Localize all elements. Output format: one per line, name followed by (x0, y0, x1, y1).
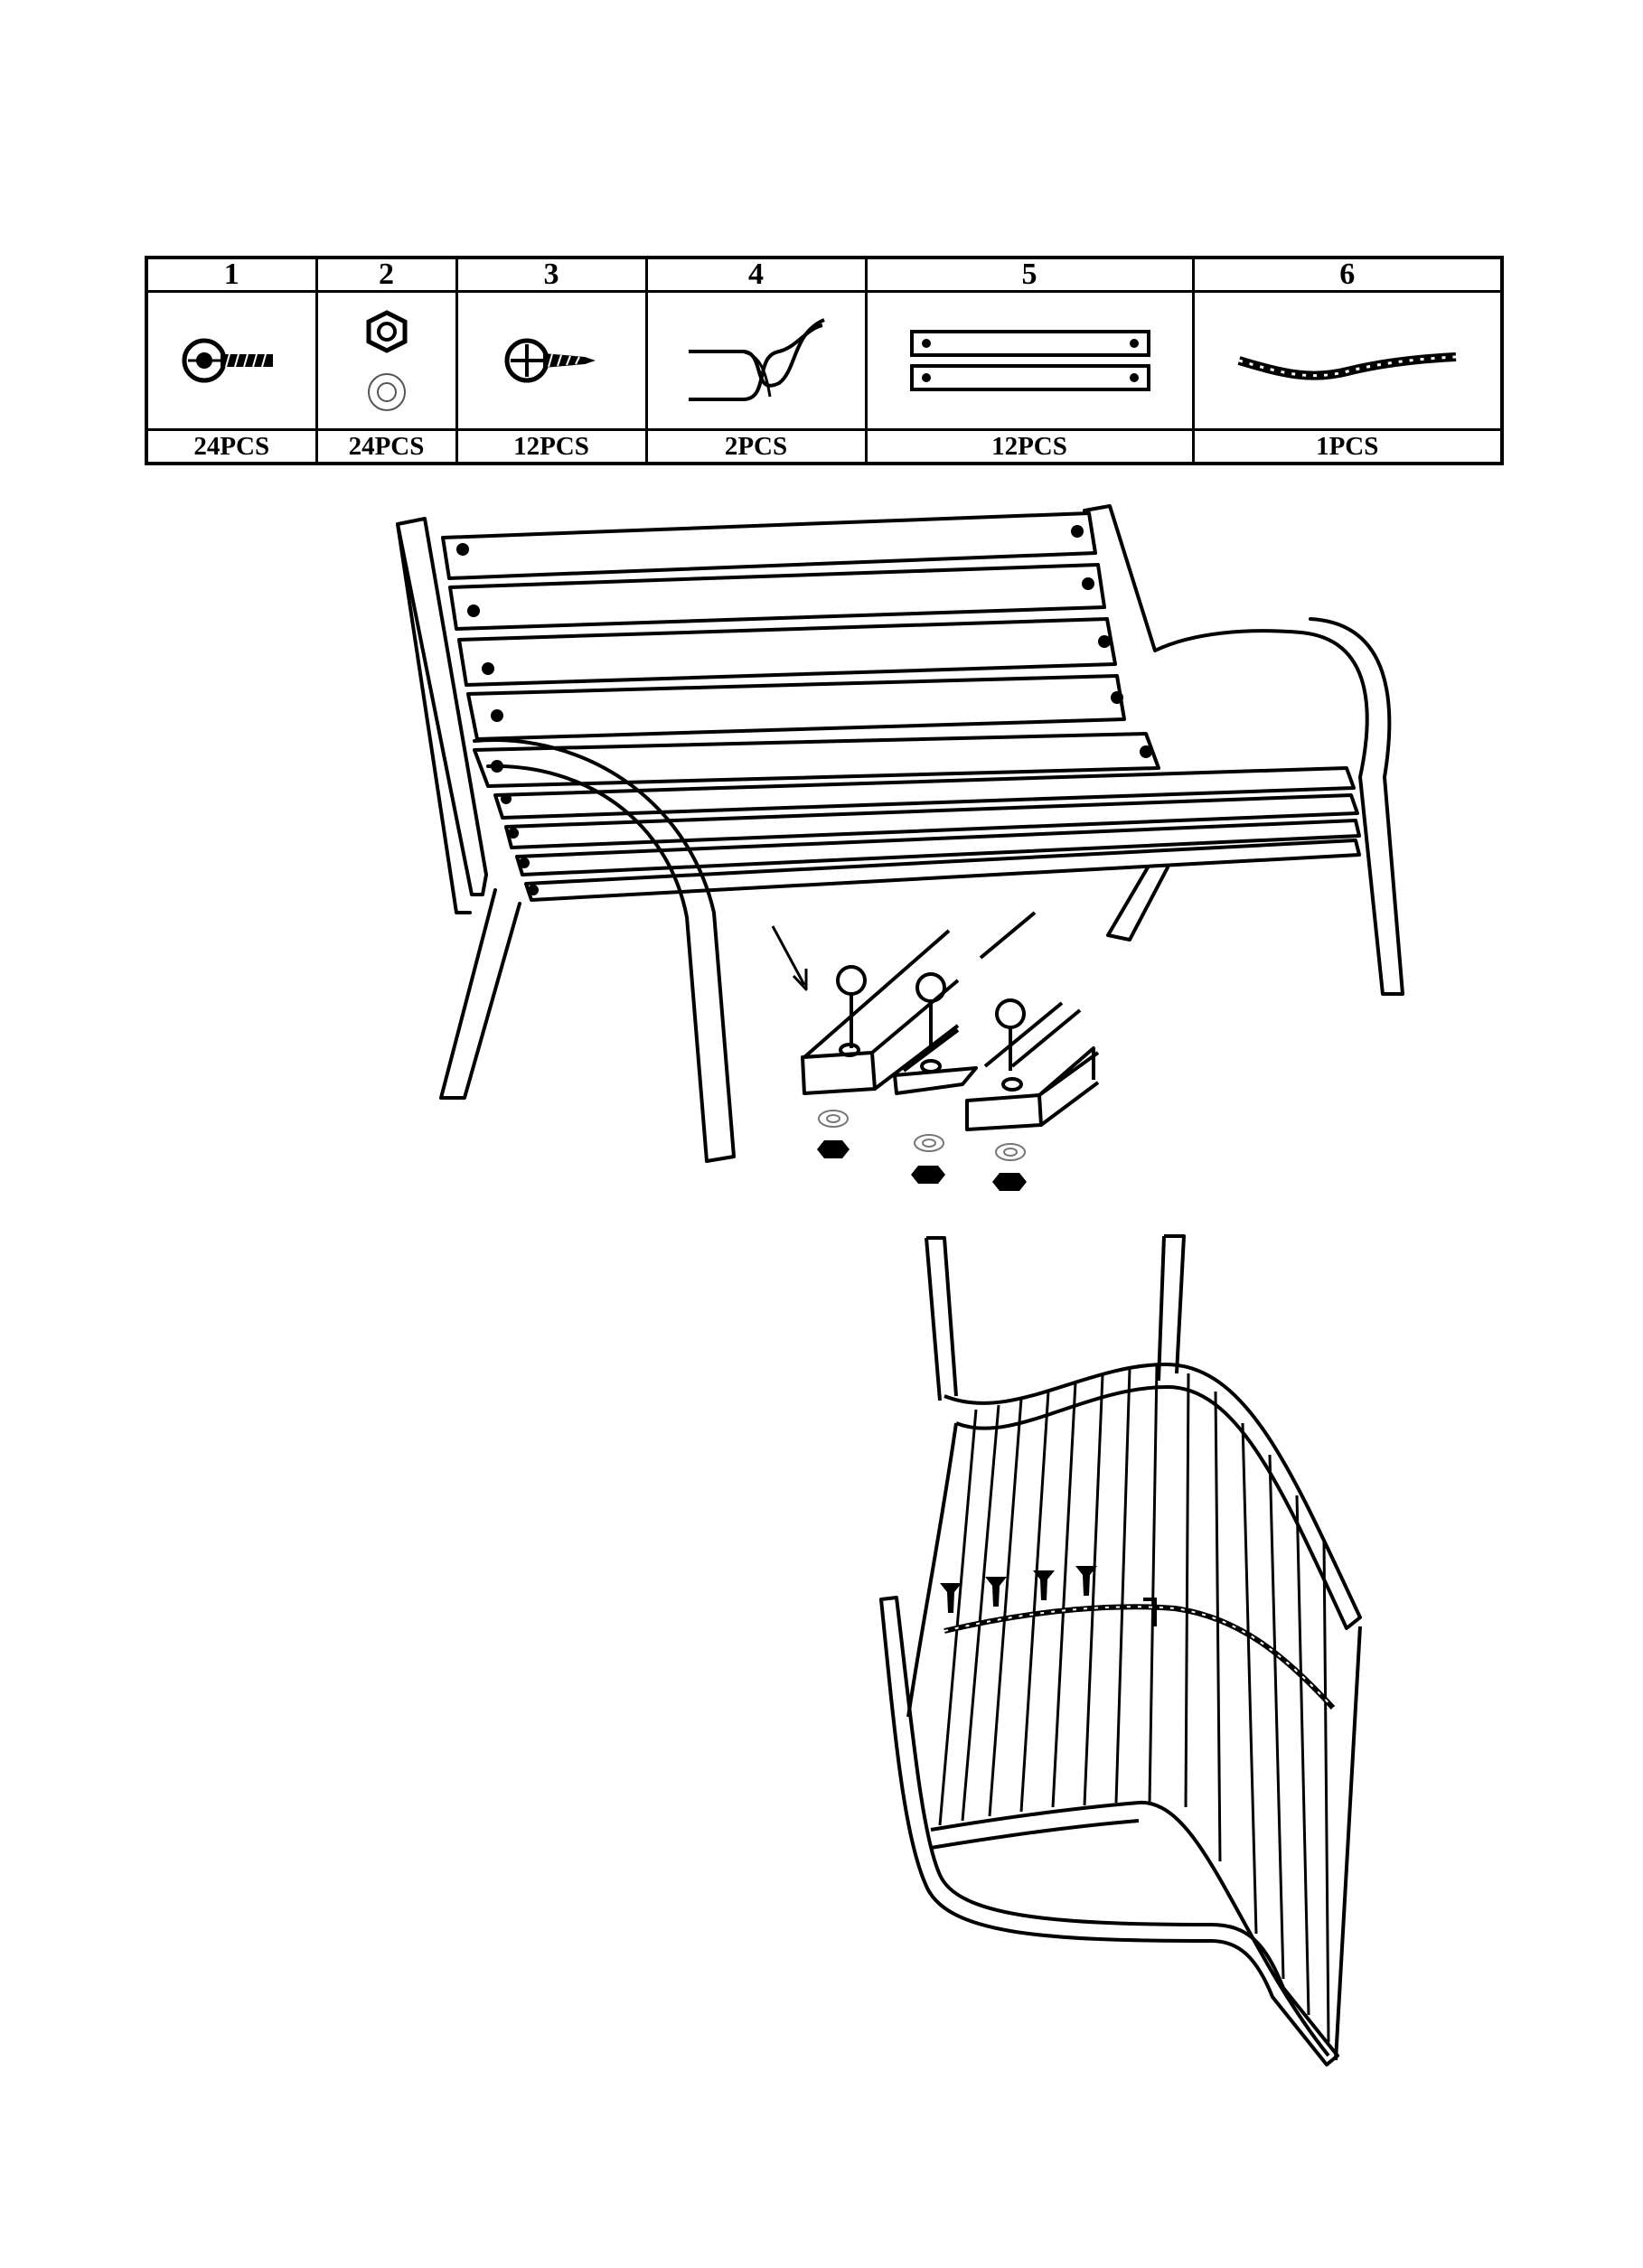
part-number-1: 1 (145, 256, 318, 293)
part-number-3: 3 (455, 256, 648, 293)
wooden-slat-icon (910, 330, 1150, 391)
part-quantity-5: 12PCS (864, 428, 1195, 465)
wood-screw-icon (504, 338, 596, 383)
part-quantity-2: 24PCS (315, 428, 458, 465)
part-number-6: 6 (1191, 256, 1504, 293)
part-number-4: 4 (644, 256, 868, 293)
part-number-5: 5 (864, 256, 1195, 293)
part-image-row (145, 290, 1504, 431)
part-quantity-4: 2PCS (644, 428, 868, 465)
part-quantity-6: 1PCS (1191, 428, 1504, 465)
part-number-2: 2 (315, 256, 458, 293)
carriage-bolt-icon (182, 338, 274, 383)
nut-and-washer-icon (366, 310, 407, 411)
parts-table: 1 2 3 4 5 6 (145, 256, 1504, 465)
part-number-row: 1 2 3 4 5 6 (145, 256, 1504, 293)
part-quantity-1: 24PCS (145, 428, 318, 465)
side-frame-icon (688, 318, 825, 401)
part-quantity-3: 12PCS (455, 428, 648, 465)
part-quantity-row: 24PCS 24PCS 12PCS 2PCS 12PCS 1PCS (145, 428, 1504, 465)
support-bar-icon (1237, 352, 1456, 380)
